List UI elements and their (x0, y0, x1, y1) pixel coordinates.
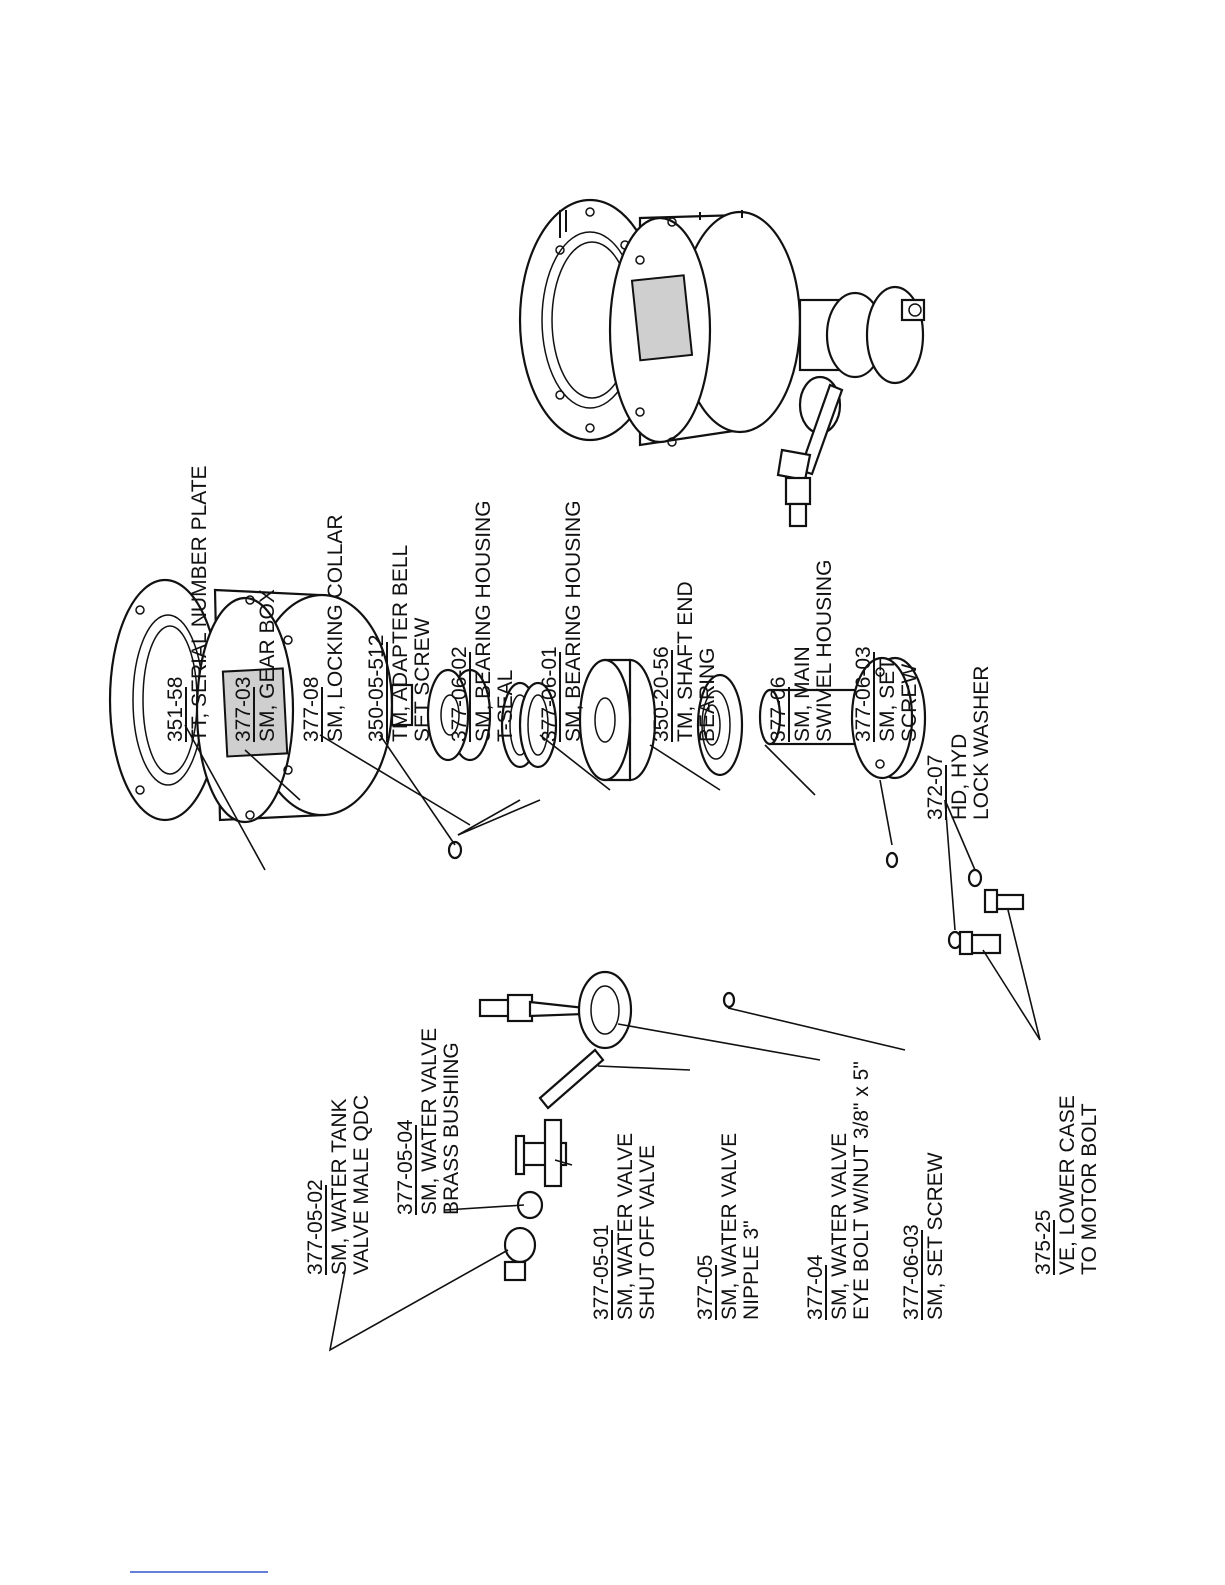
callout-377-05-01: 377-05-01 SM, WATER VALVE SHUT OFF VALVE (590, 1133, 659, 1320)
callout-377-06-03-lower: 377-06-03 SM, SET SCREW (900, 1152, 947, 1320)
leader-lines (184, 724, 1041, 1352)
svg-text:SM, BEARING HOUSING: SM, BEARING HOUSING (472, 500, 495, 742)
callout-377-06-03-upper: 377-06-03 SM, SET SCREW (852, 646, 921, 742)
callout-377-06-02: 377-06-02 SM, BEARING HOUSING T-SEAL (448, 500, 517, 742)
callout-372-07: 372-07 HD, HYD LOCK WASHER (924, 666, 993, 820)
assembled-unit-drawing (518, 198, 926, 528)
svg-text:TT, SERIAL NUMBER PLATE: TT, SERIAL NUMBER PLATE (188, 465, 211, 742)
svg-text:377-05-02: 377-05-02 (304, 1179, 327, 1275)
svg-text:SM, WATER VALVE: SM, WATER VALVE (828, 1133, 851, 1320)
svg-text:TM, ADAPTER BELL: TM, ADAPTER BELL (389, 545, 412, 742)
svg-text:377-04: 377-04 (804, 1254, 827, 1320)
exploded-parts (108, 578, 1025, 1282)
callout-350-05-512: 350-05-512 TM, ADAPTER BELL SET SCREW (365, 545, 434, 742)
svg-text:SM, MAIN: SM, MAIN (791, 646, 814, 742)
callout-377-05-04: 377-05-04 SM, WATER VALVE BRASS BUSHING (394, 1028, 463, 1215)
callout-377-03: 377-03 SM, GEAR BOX (232, 589, 279, 742)
svg-text:377-03: 377-03 (232, 677, 255, 742)
svg-text:LOCK WASHER: LOCK WASHER (970, 666, 993, 820)
svg-text:372-07: 372-07 (924, 755, 947, 820)
callout-351-58: 351-58 TT, SERIAL NUMBER PLATE (164, 465, 211, 742)
svg-text:HD, HYD: HD, HYD (948, 734, 971, 820)
svg-text:EYE BOLT W/NUT 3/8" x 5": EYE BOLT W/NUT 3/8" x 5" (850, 1061, 873, 1320)
svg-text:SM, WATER VALVE: SM, WATER VALVE (418, 1028, 441, 1215)
svg-text:SM, LOCKING COLLAR: SM, LOCKING COLLAR (324, 514, 347, 742)
svg-text:377-08: 377-08 (300, 677, 323, 742)
svg-text:BEARING: BEARING (696, 647, 719, 742)
svg-text:377-06-02: 377-06-02 (448, 646, 471, 742)
callout-labels: 351-58 TT, SERIAL NUMBER PLATE 377-03 SM… (164, 465, 1101, 1320)
callout-350-20-56: 350-20-56 TM, SHAFT END BEARING (650, 581, 719, 742)
svg-text:TM, SHAFT END: TM, SHAFT END (674, 581, 697, 742)
svg-text:SM, WATER VALVE: SM, WATER VALVE (718, 1133, 741, 1320)
callout-377-05-02: 377-05-02 SM, WATER TANK VALVE MALE QDC (304, 1095, 373, 1275)
svg-text:TO MOTOR BOLT: TO MOTOR BOLT (1078, 1103, 1101, 1275)
svg-text:SM, SET SCREW: SM, SET SCREW (924, 1152, 947, 1320)
callout-377-06: 377-06 SM, MAIN SWIVEL HOUSING (767, 560, 836, 742)
svg-text:SCREW: SCREW (898, 664, 921, 742)
svg-text:350-05-512: 350-05-512 (365, 635, 388, 742)
svg-text:377-06-03: 377-06-03 (900, 1224, 923, 1320)
svg-text:SM, GEAR BOX: SM, GEAR BOX (256, 589, 279, 742)
svg-text:350-20-56: 350-20-56 (650, 646, 673, 742)
svg-text:VE, LOWER CASE: VE, LOWER CASE (1056, 1095, 1079, 1275)
svg-text:377-06-01: 377-06-01 (538, 646, 561, 742)
svg-text:T-SEAL: T-SEAL (494, 670, 517, 742)
svg-text:SM, WATER TANK: SM, WATER TANK (328, 1098, 351, 1275)
svg-text:377-05-01: 377-05-01 (590, 1224, 613, 1320)
svg-text:SET SCREW: SET SCREW (411, 617, 434, 742)
svg-text:SHUT OFF VALVE: SHUT OFF VALVE (636, 1145, 659, 1320)
svg-text:377-06-03: 377-06-03 (852, 646, 875, 742)
svg-text:377-05: 377-05 (694, 1255, 717, 1320)
svg-text:377-06: 377-06 (767, 677, 790, 742)
callout-377-08: 377-08 SM, LOCKING COLLAR (300, 514, 347, 742)
svg-text:SM, WATER VALVE: SM, WATER VALVE (614, 1133, 637, 1320)
svg-text:BRASS BUSHING: BRASS BUSHING (440, 1042, 463, 1215)
callout-377-06-01: 377-06-01 SM, BEARING HOUSING (538, 500, 585, 742)
svg-text:375-25: 375-25 (1032, 1210, 1055, 1275)
svg-text:351-58: 351-58 (164, 677, 187, 742)
svg-text:SM, BEARING HOUSING: SM, BEARING HOUSING (562, 500, 585, 742)
svg-text:VALVE MALE QDC: VALVE MALE QDC (350, 1095, 373, 1275)
svg-text:NIPPLE 3": NIPPLE 3" (740, 1220, 763, 1320)
svg-text:377-05-04: 377-05-04 (394, 1119, 417, 1215)
svg-text:SWIVEL HOUSING: SWIVEL HOUSING (813, 560, 836, 742)
callout-375-25: 375-25 VE, LOWER CASE TO MOTOR BOLT (1032, 1095, 1101, 1275)
callout-377-05: 377-05 SM, WATER VALVE NIPPLE 3" (694, 1133, 763, 1320)
callout-377-04: 377-04 SM, WATER VALVE EYE BOLT W/NUT 3/… (804, 1061, 873, 1320)
svg-text:SM, SET: SM, SET (876, 658, 899, 742)
